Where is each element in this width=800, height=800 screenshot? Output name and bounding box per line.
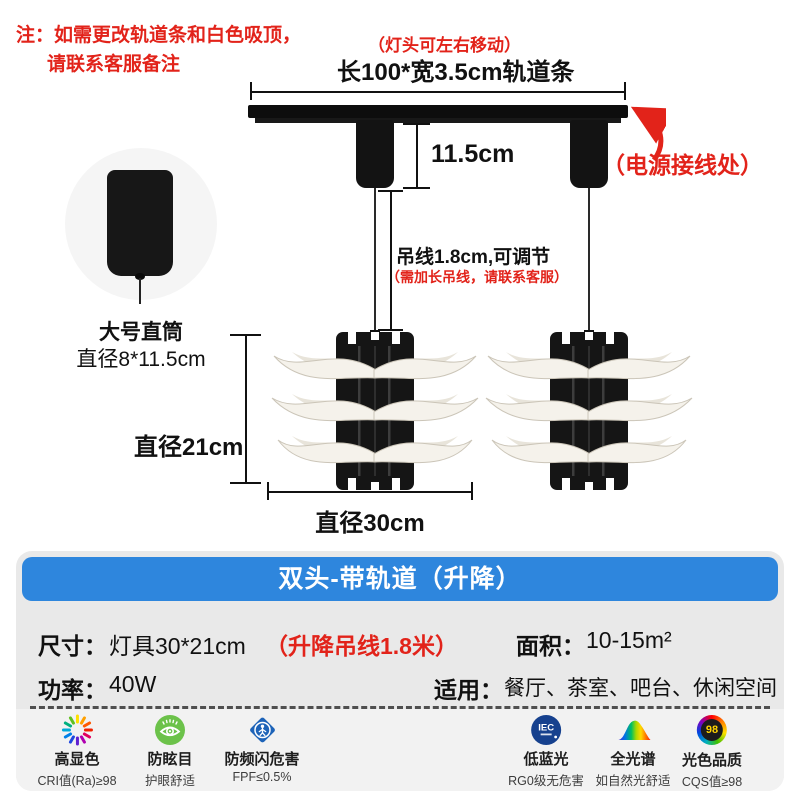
track-bar-lip [255, 118, 621, 123]
feature-desc: FPF≤0.5% [232, 770, 292, 784]
feature-low-blue-light: IEC 低蓝光 RG0级无危害 [508, 714, 584, 789]
cylinder-title: 大号直筒 [99, 321, 183, 344]
wire-length-label: 吊线1.8cm,可调节 [396, 247, 551, 268]
lamp-width-label: 直径30cm [315, 510, 425, 537]
area-label: 面积： [516, 633, 585, 659]
dimension-tick [267, 482, 269, 500]
feature-name: 低蓝光 [523, 751, 569, 768]
power-value: 40W [109, 671, 157, 697]
iec-low-blue-light-icon: IEC [530, 714, 562, 746]
feature-name: 光色品质 [681, 752, 743, 769]
hanging-wire-right [588, 188, 590, 333]
feature-desc: RG0级无危害 [508, 774, 584, 788]
track-dimension-label: 长100*宽3.5cm轨道条 [337, 59, 575, 86]
feature-desc: CQS值≥98 [681, 775, 743, 789]
feature-name: 防频闪危害 [224, 751, 300, 768]
top-note-line1: 注：如需更改轨道条和白色吸顶， [16, 25, 302, 46]
dimension-tick [230, 482, 261, 484]
feature-desc: 如自然光舒适 [595, 774, 671, 788]
size-note: （升降吊线1.8米） [265, 633, 458, 659]
holder-height-label: 11.5cm [431, 140, 515, 168]
dimension-tick [403, 123, 430, 125]
dimension-tick [471, 482, 473, 500]
dimension-tick [230, 334, 261, 336]
lamp-height-label: 直径21cm [134, 434, 244, 461]
feature-name: 高显色 [54, 751, 100, 768]
panel-title: 双头-带轨道（升降） [22, 557, 778, 601]
usage-value: 餐厅、茶室、吧台、休闲空间 [504, 677, 777, 700]
cylinder-dimension: 直径8*11.5cm [76, 348, 206, 371]
feature-name: 防眩目 [147, 751, 193, 768]
usage-label: 适用： [434, 677, 503, 703]
pendant-lamp-right [484, 330, 694, 494]
feature-anti-glare: 防眩目 护眼舒适 [145, 714, 195, 789]
badge-98-text: 98 [705, 724, 719, 736]
power-connection-arrow-icon [630, 106, 666, 162]
full-spectrum-icon [617, 714, 650, 746]
lamp-holder-right [570, 120, 608, 188]
dimension-tick [250, 82, 252, 100]
dimension-line [416, 124, 418, 188]
anti-glare-eye-icon [154, 714, 186, 746]
size-value: 灯具30*21cm [109, 633, 246, 659]
feature-anti-flicker: 防频闪危害 FPF≤0.5% [224, 714, 300, 784]
dashed-divider [30, 706, 770, 709]
dimension-tick [378, 190, 403, 192]
anti-flicker-diamond-icon [246, 714, 278, 746]
spec-panel: 双头-带轨道（升降） 尺寸： 灯具30*21cm （升降吊线1.8米） 面积： … [16, 551, 784, 791]
cri-rainbow-spinner-icon [61, 714, 93, 746]
feature-color-quality: 98 光色品质 CQS值≥98 [682, 714, 742, 790]
head-move-note: （灯头可左右移动） [368, 36, 521, 55]
power-label: 功率： [38, 677, 107, 703]
color-quality-badge-icon: 98 [696, 715, 728, 747]
feature-desc: 护眼舒适 [144, 774, 196, 788]
dimension-line [250, 91, 626, 93]
pendant-lamp-left [270, 330, 480, 494]
dimension-line [245, 334, 247, 484]
feature-desc: CRI值(Ra)≥98 [37, 774, 117, 788]
features-footer [16, 709, 784, 791]
dimension-line [390, 190, 392, 331]
cylinder-wire [139, 278, 141, 304]
dimension-tick [624, 82, 626, 100]
power-connection-note: （电源接线处） [602, 152, 763, 178]
top-note-line2: 请联系客服备注 [47, 54, 181, 75]
hanging-wire-left [374, 188, 376, 333]
feature-high-cri: 高显色 CRI值(Ra)≥98 [37, 714, 117, 789]
size-label: 尺寸： [38, 633, 107, 659]
dimension-line [267, 491, 473, 493]
dimension-tick [403, 187, 430, 189]
cylinder-canopy [107, 170, 173, 276]
feature-full-spectrum: 全光谱 如自然光舒适 [595, 714, 671, 789]
iec-text: IEC [538, 723, 554, 734]
dimension-tick [378, 329, 403, 331]
cylinder-wire-nub [135, 273, 145, 280]
lamp-holder-left [356, 120, 394, 188]
track-bar [248, 105, 628, 118]
feature-name: 全光谱 [610, 751, 656, 768]
wire-extension-note: （需加长吊线，请联系客服） [386, 269, 568, 285]
area-value: 10-15m² [586, 627, 672, 653]
